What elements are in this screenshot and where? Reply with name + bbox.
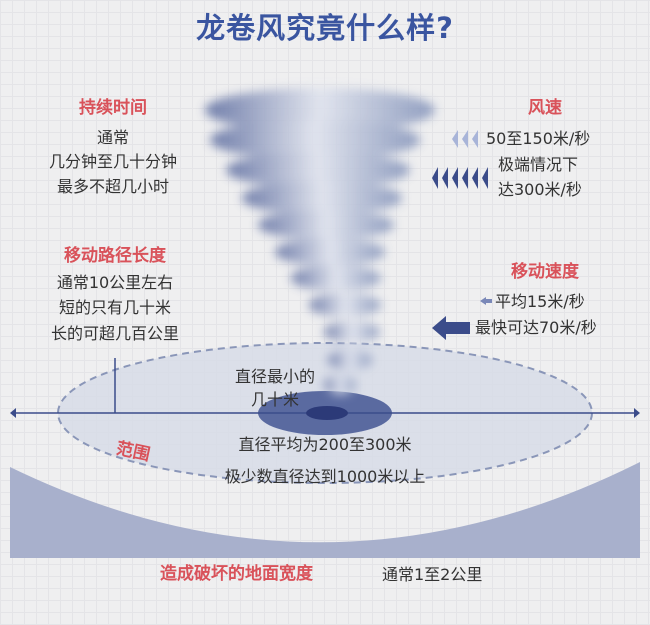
wind-speed-line: 达300米/秒 <box>498 180 582 199</box>
wind-speed-line: 50至150米/秒 <box>486 129 591 148</box>
path-length-heading: 移动路径长度 <box>64 246 166 266</box>
axis-left-arrow <box>10 408 16 418</box>
damage-width-heading: 造成破坏的地面宽度 <box>160 564 313 584</box>
wind-arrows-light <box>452 130 478 148</box>
avg-diameter-label: 直径平均为200至300米 <box>238 435 412 454</box>
move-speed-line: 最快可达70米/秒 <box>475 318 597 337</box>
duration-line: 最多不超几小时 <box>56 177 170 196</box>
damage-width-value: 通常1至2公里 <box>382 565 483 584</box>
move-speed-heading: 移动速度 <box>511 262 579 282</box>
duration-line: 通常 <box>96 128 130 147</box>
tornado-funnel <box>205 88 435 395</box>
page-title: 龙卷风究竟什么样? <box>196 11 454 45</box>
duration-heading: 持续时间 <box>79 98 147 118</box>
ground-band <box>10 462 640 558</box>
path-length-line: 短的只有几十米 <box>58 298 172 317</box>
wind-arrows-dark <box>432 167 488 189</box>
max-diameter-label: 极少数直径达到1000米以上 <box>224 467 426 486</box>
min-diameter-label: 直径最小的 <box>234 367 316 386</box>
path-length-line: 通常10公里左右 <box>56 273 174 292</box>
min-diameter-label: 几十米 <box>250 390 300 409</box>
wind-speed-heading: 风速 <box>528 98 562 118</box>
duration-line: 几分钟至几十分钟 <box>48 152 178 171</box>
small-arrow-icon <box>480 297 492 305</box>
move-speed-line: 平均15米/秒 <box>495 292 585 311</box>
wind-speed-line: 极端情况下 <box>498 155 579 174</box>
tornado-core <box>306 406 348 420</box>
large-arrow-icon <box>432 316 470 340</box>
axis-right-arrow <box>634 408 640 418</box>
path-length-line: 长的可超几百公里 <box>50 324 180 343</box>
